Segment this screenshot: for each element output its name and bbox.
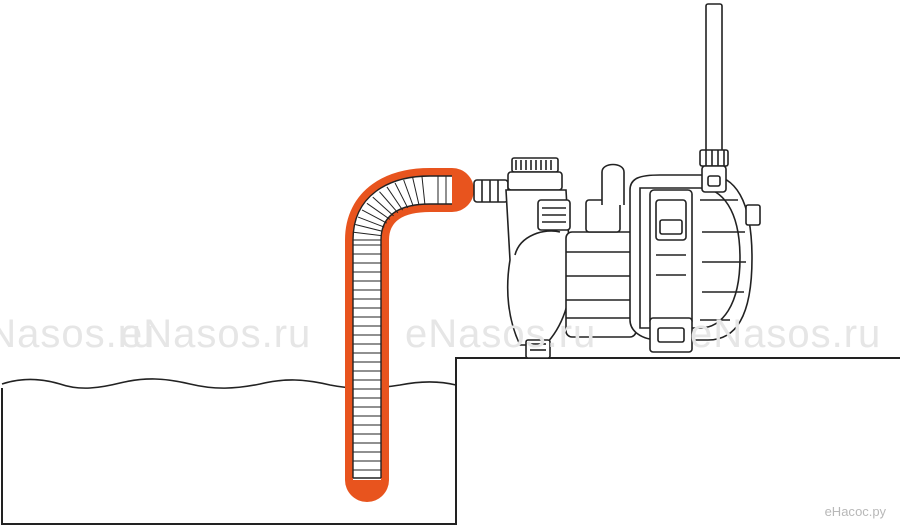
watermark-small: eНасос.ру [824,504,886,519]
outlet-pipe-icon [699,3,729,193]
watermark-text-3: eNasos.ru [405,312,597,356]
water-tank-icon [1,357,900,525]
water-surface [1,378,457,390]
watermark-text-2: eNasos.ru [120,312,312,356]
suction-hose-icon [345,168,474,502]
pump-icon [473,157,761,359]
watermark-text-1: eNasos.ru [0,312,156,356]
watermark-text-4: eNasos.ru [690,312,882,356]
